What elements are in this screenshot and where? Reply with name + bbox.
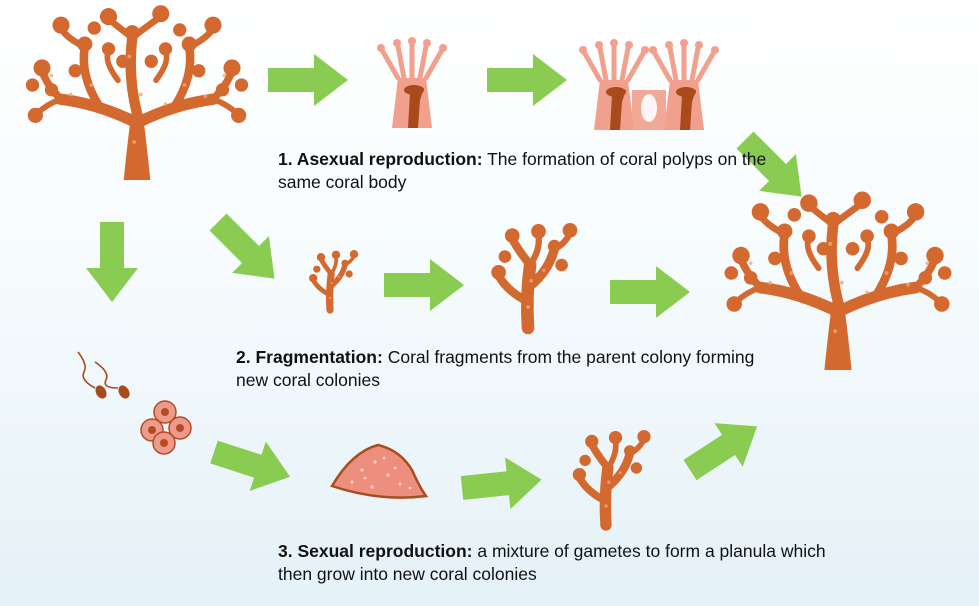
arrow-to-fragment <box>200 204 293 297</box>
arrow-to-budding-polyps <box>487 54 567 106</box>
arrow-to-planula <box>206 427 298 501</box>
sexual-reproduction-title: 3. Sexual reproduction: <box>278 541 472 561</box>
parent-coral-colony <box>26 5 248 180</box>
fragmentation-caption: 2. Fragmentation: Coral fragments from t… <box>236 346 756 392</box>
new-coral-colony <box>725 192 952 370</box>
sexual-reproduction-caption: 3. Sexual reproduction: a mixture of gam… <box>278 540 858 586</box>
growing-coral-fragment <box>491 223 577 328</box>
coral-fragment <box>309 250 358 310</box>
arrow-to-young-coral <box>459 454 544 514</box>
arrow-to-colony-from-young-coral <box>676 405 771 492</box>
single-coral-polyp <box>377 37 447 128</box>
arrow-to-polyp <box>268 54 348 106</box>
asexual-reproduction-caption: 1. Asexual reproduction: The formation o… <box>278 148 778 194</box>
arrow-down-to-gametes <box>86 222 138 302</box>
planula-larva <box>332 445 426 498</box>
young-coral <box>573 430 651 525</box>
egg-gametes <box>141 401 191 454</box>
budding-coral-polyps <box>579 39 719 130</box>
asexual-reproduction-title: 1. Asexual reproduction: <box>278 149 483 169</box>
sperm-gametes <box>78 352 132 401</box>
fragmentation-title: 2. Fragmentation: <box>236 347 383 367</box>
arrow-to-colony-from-fragment <box>610 266 690 318</box>
arrow-to-growing-fragment <box>384 259 464 311</box>
